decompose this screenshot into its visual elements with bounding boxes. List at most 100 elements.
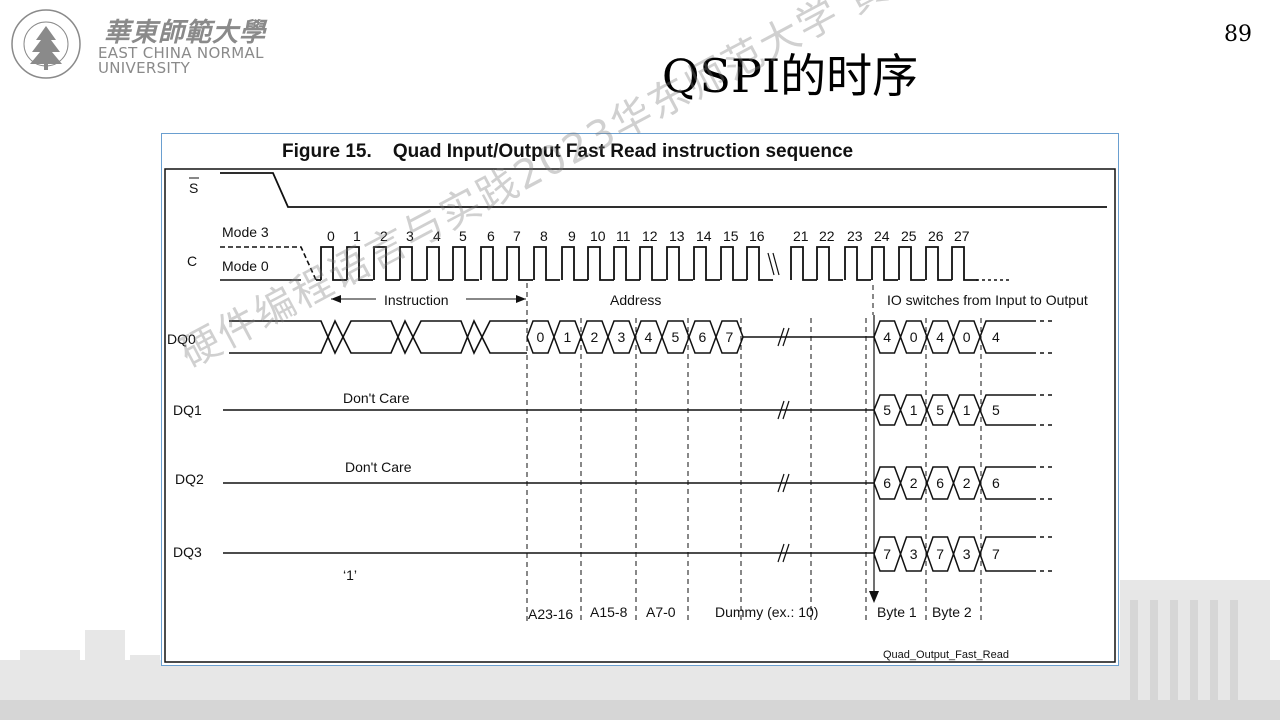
dq0-instruction-waveform (229, 319, 527, 355)
clock-pulse-0 (320, 246, 347, 281)
dq2-output-bus-cell-3: 2 (963, 475, 971, 491)
clock-number-16: 16 (749, 228, 765, 244)
label-a23-16: A23-16 (528, 606, 573, 622)
clock-pulse-4 (426, 246, 453, 281)
dq0-output-cell-4: 4 (992, 329, 1000, 345)
dq3-output-bus-cell-0: 7 (883, 546, 891, 562)
clock-number-1: 1 (353, 228, 361, 244)
clock-pulse-15 (720, 246, 747, 281)
clock-number-5: 5 (459, 228, 467, 244)
clock-pulse-1 (346, 246, 373, 281)
dq0-address-bus-cell-3: 3 (618, 329, 626, 345)
clock-pulse-7 (506, 246, 533, 281)
dq3-output-cell-4: 7 (992, 546, 1000, 562)
dq1-output-bus-cell-0: 5 (883, 402, 891, 418)
label-dummy: Dummy (ex.: 10) (715, 604, 818, 620)
figure-footer: Quad_Output_Fast_Read (883, 649, 1009, 661)
dq3-output-bus-cell-1: 3 (910, 546, 918, 562)
signal-s-label: S (189, 180, 198, 196)
dq3-level-label: ‘1’ (343, 567, 357, 583)
label-a15-8: A15-8 (590, 604, 628, 620)
signal-c-label: C (187, 253, 197, 269)
clock-pulse-8 (533, 246, 560, 281)
dq2-dont-care-label: Don't Care (345, 459, 412, 475)
logo-english-line1: EAST CHINA NORMAL (98, 44, 264, 62)
dq1-dont-care-label: Don't Care (343, 390, 410, 406)
figure-outer-border (161, 133, 1119, 666)
clock-number-15: 15 (723, 228, 739, 244)
instruction-phase-arrow (331, 295, 526, 303)
dq2-output-bus-cell-1: 2 (910, 475, 918, 491)
clock-number-2: 2 (380, 228, 388, 244)
mode0-label: Mode 0 (222, 258, 269, 274)
clock-number-9: 9 (568, 228, 576, 244)
label-a7-0: A7-0 (646, 604, 676, 620)
clock-pulse-13 (666, 246, 693, 281)
dq0-address-bus-cell-6: 6 (699, 329, 707, 345)
dq1-output-bus-cell-1: 1 (910, 402, 918, 418)
clock-number-23: 23 (847, 228, 863, 244)
dq2-output-bus-cell-0: 6 (883, 475, 891, 491)
instruction-phase-label: Instruction (384, 292, 449, 308)
clock-number-4: 4 (433, 228, 441, 244)
clock-pulse-3 (399, 246, 426, 281)
s-waveform (220, 172, 1107, 208)
dq2-output-cell-4: 6 (992, 475, 1000, 491)
dq0-address-bus-cell-0: 0 (537, 329, 545, 345)
clock-number-7: 7 (513, 228, 521, 244)
io-switch-arrow (869, 315, 879, 603)
dq1-output-bus-cell-3: 1 (963, 402, 971, 418)
clock-pulse-21 (790, 246, 817, 281)
signal-dq0-label: DQ0 (167, 331, 196, 347)
address-phase-label: Address (610, 292, 661, 308)
university-seal-icon (11, 9, 81, 79)
clock-break-mark (767, 252, 775, 276)
label-byte2: Byte 2 (932, 604, 972, 620)
clock-pulse-9 (561, 246, 588, 281)
clock-waveform (316, 246, 1011, 281)
mode3-dashed-line (220, 246, 317, 281)
dq0-output-bus-cell-0: 4 (883, 329, 891, 345)
clock-number-8: 8 (540, 228, 548, 244)
timing-diagram: Figure 15. Quad Input/Output Fast Read i… (161, 133, 1119, 666)
figure-caption: Figure 15. Quad Input/Output Fast Read i… (282, 141, 853, 162)
clock-number-21: 21 (793, 228, 809, 244)
dq0-address-bus-cell-5: 5 (672, 329, 680, 345)
clock-number-11: 11 (616, 228, 631, 244)
clock-number-27: 27 (954, 228, 970, 244)
dq0-output-bus-cell-3: 0 (963, 329, 971, 345)
slide-title: QSPI的时序 (661, 49, 919, 103)
dq3-output-bus-cell-3: 3 (963, 546, 971, 562)
clock-number-22: 22 (819, 228, 835, 244)
clock-pulse-27 (951, 246, 978, 281)
dq0-address-bus-cell-1: 1 (564, 329, 572, 345)
clock-number-25: 25 (901, 228, 917, 244)
clock-number-3: 3 (406, 228, 414, 244)
logo-english-line2: UNIVERSITY (98, 59, 191, 77)
clock-pulse-5 (452, 246, 479, 281)
signal-dq2-label: DQ2 (175, 471, 204, 487)
dq1-output-cell-4: 5 (992, 402, 1000, 418)
dq0-output-bus-cell-2: 4 (936, 329, 944, 345)
clock-pulse-25 (898, 246, 925, 281)
clock-pulse-12 (639, 246, 666, 281)
dq0-address-bus-cell-2: 2 (591, 329, 599, 345)
signal-dq1-label: DQ1 (173, 402, 202, 418)
clock-number-0: 0 (327, 228, 335, 244)
dq0-address-bus-cell-7: 7 (726, 329, 734, 345)
clock-number-14: 14 (696, 228, 712, 244)
mode3-label: Mode 3 (222, 224, 269, 240)
university-logo: 華東師範大學 EAST CHINA NORMAL UNIVERSITY (8, 6, 298, 82)
logo-chinese-name: 華東師範大學 (104, 18, 267, 48)
clock-pulse-23 (844, 246, 871, 281)
clock-pulse-11 (613, 246, 640, 281)
logo-english-name: EAST CHINA NORMAL UNIVERSITY (98, 46, 264, 76)
page-number: 89 (1224, 22, 1252, 47)
clock-pulse-2 (373, 246, 400, 281)
